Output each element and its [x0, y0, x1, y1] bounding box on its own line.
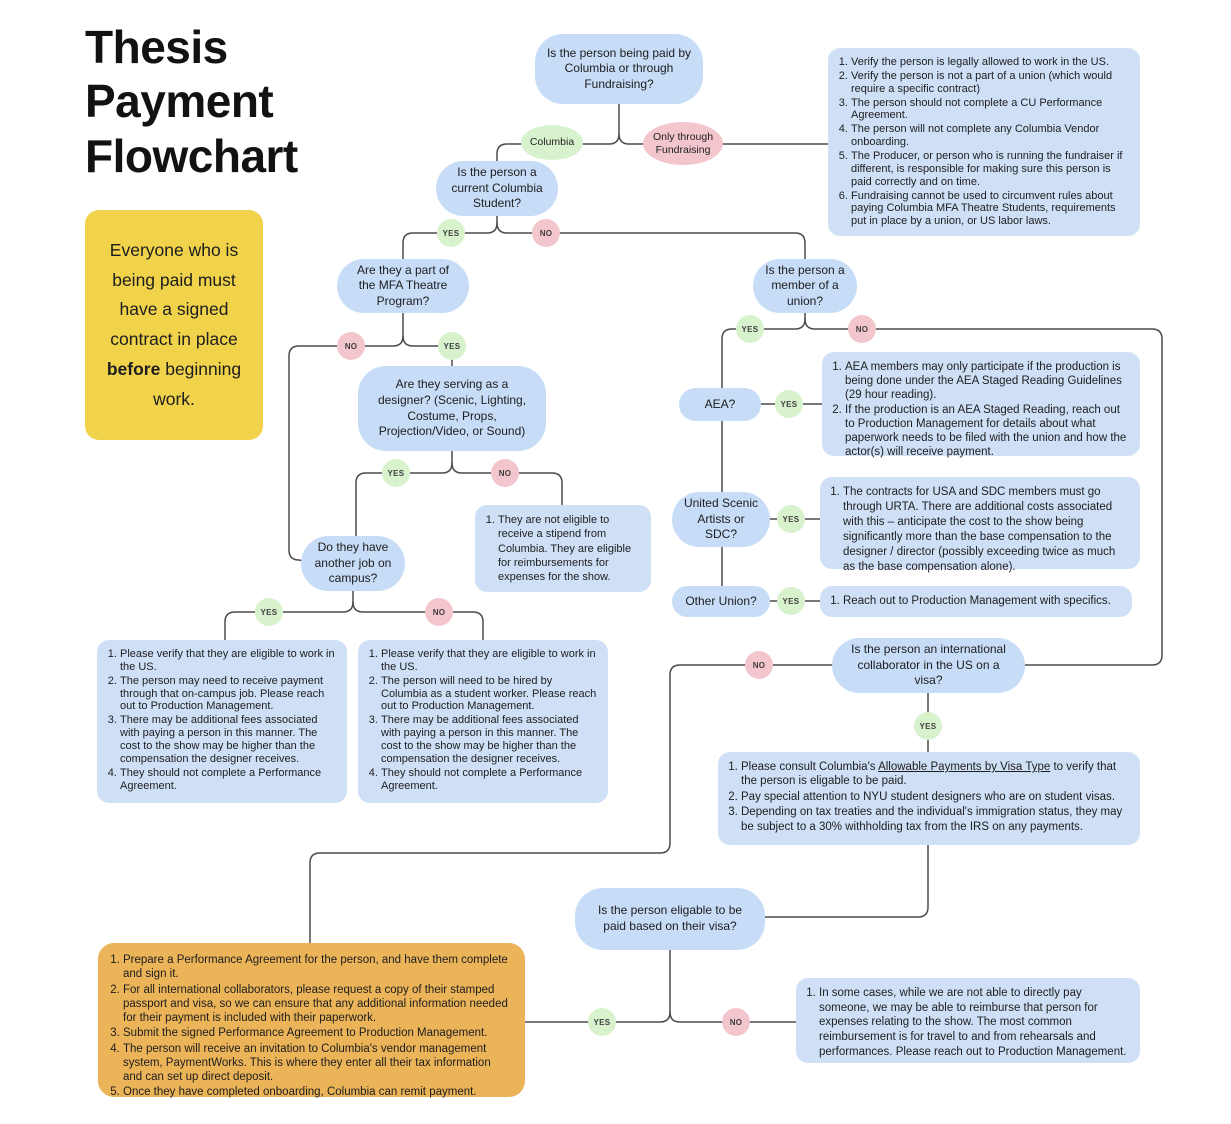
- question-union-member: Is the person a member of a union?: [753, 259, 857, 313]
- eligable-no-pill: NO: [722, 1008, 750, 1036]
- info-box-other-union: Reach out to Production Management with …: [820, 586, 1132, 617]
- list-item: The person should not complete a CU Perf…: [851, 97, 1130, 123]
- action-box-performance-agreement: Prepare a Performance Agreement for the …: [98, 943, 525, 1099]
- mfa-no-pill: NO: [337, 332, 365, 360]
- contract-note-text: Everyone who is being paid must have a s…: [109, 239, 239, 349]
- info-box-visa-payments: Please consult Columbia's Allowable Paym…: [718, 752, 1140, 845]
- list-item: Once they have completed onboarding, Col…: [123, 1085, 513, 1099]
- international-no-pill: NO: [745, 651, 773, 679]
- question-other-union: Other Union?: [672, 586, 770, 617]
- mfa-yes-pill: YES: [438, 332, 466, 360]
- question-current-student: Is the person a current Columbia Student…: [436, 161, 558, 216]
- info-box-usa-sdc: The contracts for USA and SDC members mu…: [820, 477, 1140, 573]
- list-item: The contracts for USA and SDC members mu…: [843, 485, 1130, 575]
- list-item: Verify the person is legally allowed to …: [851, 56, 1130, 69]
- list-item: AEA members may only participate if the …: [845, 360, 1130, 402]
- allowable-payments-link[interactable]: Allowable Payments by Visa Type: [878, 761, 1051, 773]
- campus-no-pill: NO: [425, 598, 453, 626]
- student-no-pill: NO: [532, 219, 560, 247]
- visa-item-text-after: to verify that the person is eligable to…: [741, 761, 1117, 788]
- question-international-visa: Is the person an international collabora…: [832, 638, 1025, 693]
- list-item: Pay special attention to NYU student des…: [741, 790, 1130, 804]
- list-item: The person will need to be hired by Colu…: [381, 675, 598, 714]
- list-item: They should not complete a Performance A…: [120, 767, 337, 793]
- question-visa-eligable: Is the person eligable to be paid based …: [575, 888, 765, 950]
- union-no-pill: NO: [848, 315, 876, 343]
- list-item: Please verify that they are eligible to …: [120, 648, 337, 674]
- contract-note: Everyone who is being paid must have a s…: [85, 210, 263, 440]
- international-yes-pill: YES: [914, 712, 942, 740]
- aea-yes-pill: YES: [775, 390, 803, 418]
- list-item: There may be additional fees associated …: [120, 714, 337, 765]
- info-box-campus-yes: Please verify that they are eligible to …: [97, 640, 347, 803]
- contract-note-text-after: beginning work.: [153, 358, 242, 409]
- other-union-yes-pill: YES: [777, 587, 805, 615]
- list-item: Submit the signed Performance Agreement …: [123, 1026, 513, 1040]
- info-box-aea: AEA members may only participate if the …: [822, 352, 1140, 459]
- usa-sdc-yes-pill: YES: [777, 505, 805, 533]
- list-item: Reach out to Production Management with …: [843, 594, 1111, 608]
- question-campus-job: Do they have another job on campus?: [301, 536, 405, 591]
- question-usa-sdc: United Scenic Artists or SDC?: [672, 492, 770, 547]
- question-serving-as-designer: Are they serving as a designer? (Scenic,…: [358, 366, 546, 451]
- visa-item-text: Please consult Columbia's: [741, 761, 879, 773]
- question-paid-by: Is the person being paid by Columbia or …: [535, 34, 703, 104]
- list-item: There may be additional fees associated …: [381, 714, 598, 765]
- branch-columbia-pill: Columbia: [521, 125, 583, 160]
- question-aea: AEA?: [679, 388, 761, 421]
- branch-only-fundraising-pill: Only through Fundraising: [643, 122, 723, 165]
- list-item: Verify the person is not a part of a uni…: [851, 70, 1130, 96]
- list-item: If the production is an AEA Staged Readi…: [845, 403, 1130, 459]
- list-item: The person may need to receive payment t…: [120, 675, 337, 714]
- list-item: The person will not complete any Columbi…: [851, 123, 1130, 149]
- union-yes-pill: YES: [736, 315, 764, 343]
- eligable-yes-pill: YES: [588, 1008, 616, 1036]
- list-item: They should not complete a Performance A…: [381, 767, 598, 793]
- list-item: The person will receive an invitation to…: [123, 1042, 513, 1085]
- question-mfa-program: Are they a part of the MFA Theatre Progr…: [337, 259, 469, 313]
- campus-yes-pill: YES: [255, 598, 283, 626]
- list-item: The Producer, or person who is running t…: [851, 150, 1130, 189]
- list-item: They are not eligible to receive a stipe…: [498, 513, 641, 584]
- info-box-fundraising-rules: Verify the person is legally allowed to …: [828, 48, 1140, 236]
- designer-no-pill: NO: [491, 459, 519, 487]
- list-item: In some cases, while we are not able to …: [819, 986, 1130, 1060]
- list-item: Prepare a Performance Agreement for the …: [123, 953, 513, 982]
- list-item: Fundraising cannot be used to circumvent…: [851, 190, 1130, 229]
- list-item: For all international collaborators, ple…: [123, 983, 513, 1026]
- list-item: Depending on tax treaties and the indivi…: [741, 805, 1130, 834]
- page-title: Thesis Payment Flowchart: [85, 21, 298, 182]
- info-box-campus-no: Please verify that they are eligible to …: [358, 640, 608, 803]
- info-box-stipend: They are not eligible to receive a stipe…: [475, 505, 651, 592]
- designer-yes-pill: YES: [382, 459, 410, 487]
- student-yes-pill: YES: [437, 219, 465, 247]
- info-box-reimbursement: In some cases, while we are not able to …: [796, 978, 1140, 1063]
- list-item: Please verify that they are eligible to …: [381, 648, 598, 674]
- list-item: Please consult Columbia's Allowable Paym…: [741, 760, 1130, 789]
- contract-note-bold: before: [106, 358, 161, 379]
